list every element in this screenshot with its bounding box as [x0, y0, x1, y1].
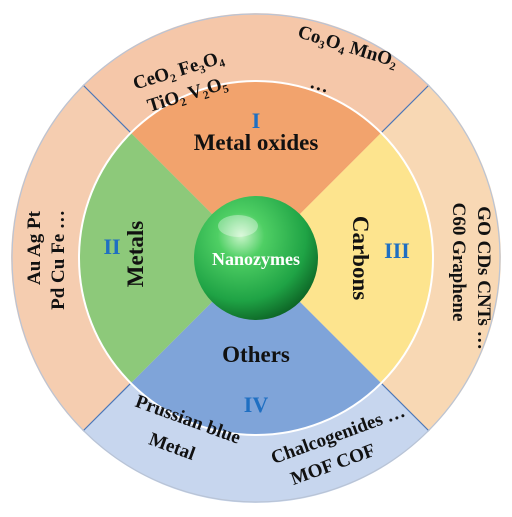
- divider-top-right: [380, 84, 430, 134]
- examples-carbons-line2: GO CDs CNTs …: [473, 206, 494, 349]
- title-metal-oxides: Metal oxides: [194, 130, 319, 155]
- outer-dividers: [82, 84, 430, 432]
- sector-metal-oxides: [131, 81, 381, 258]
- center-label: Nanozymes: [212, 249, 300, 269]
- divider-bottom-right: [380, 382, 430, 432]
- title-others: Others: [222, 342, 290, 367]
- outer-circle-outline: [11, 13, 501, 503]
- examples-carbons-line1: C60 Graphene: [448, 203, 469, 322]
- numeral-metal-oxides: I: [252, 108, 261, 133]
- examples-metals-line2: Pd Cu Fe …: [48, 210, 69, 310]
- divider-bottom-left: [82, 382, 132, 432]
- title-metals: Metals: [123, 221, 148, 287]
- inner-circle-outline: [78, 80, 434, 436]
- sphere-highlight: [218, 215, 258, 237]
- sector-others: [131, 258, 381, 435]
- examples-metals-line1: Au Ag Pt: [24, 210, 45, 285]
- nanozyme-sphere: [194, 196, 318, 320]
- sector-metals: [79, 133, 256, 383]
- numeral-metals: II: [103, 234, 120, 259]
- numeral-others: IV: [244, 392, 269, 417]
- sector-carbons: [256, 133, 433, 383]
- numeral-carbons: III: [384, 238, 410, 263]
- divider-top-left: [82, 84, 132, 134]
- title-carbons: Carbons: [348, 216, 373, 300]
